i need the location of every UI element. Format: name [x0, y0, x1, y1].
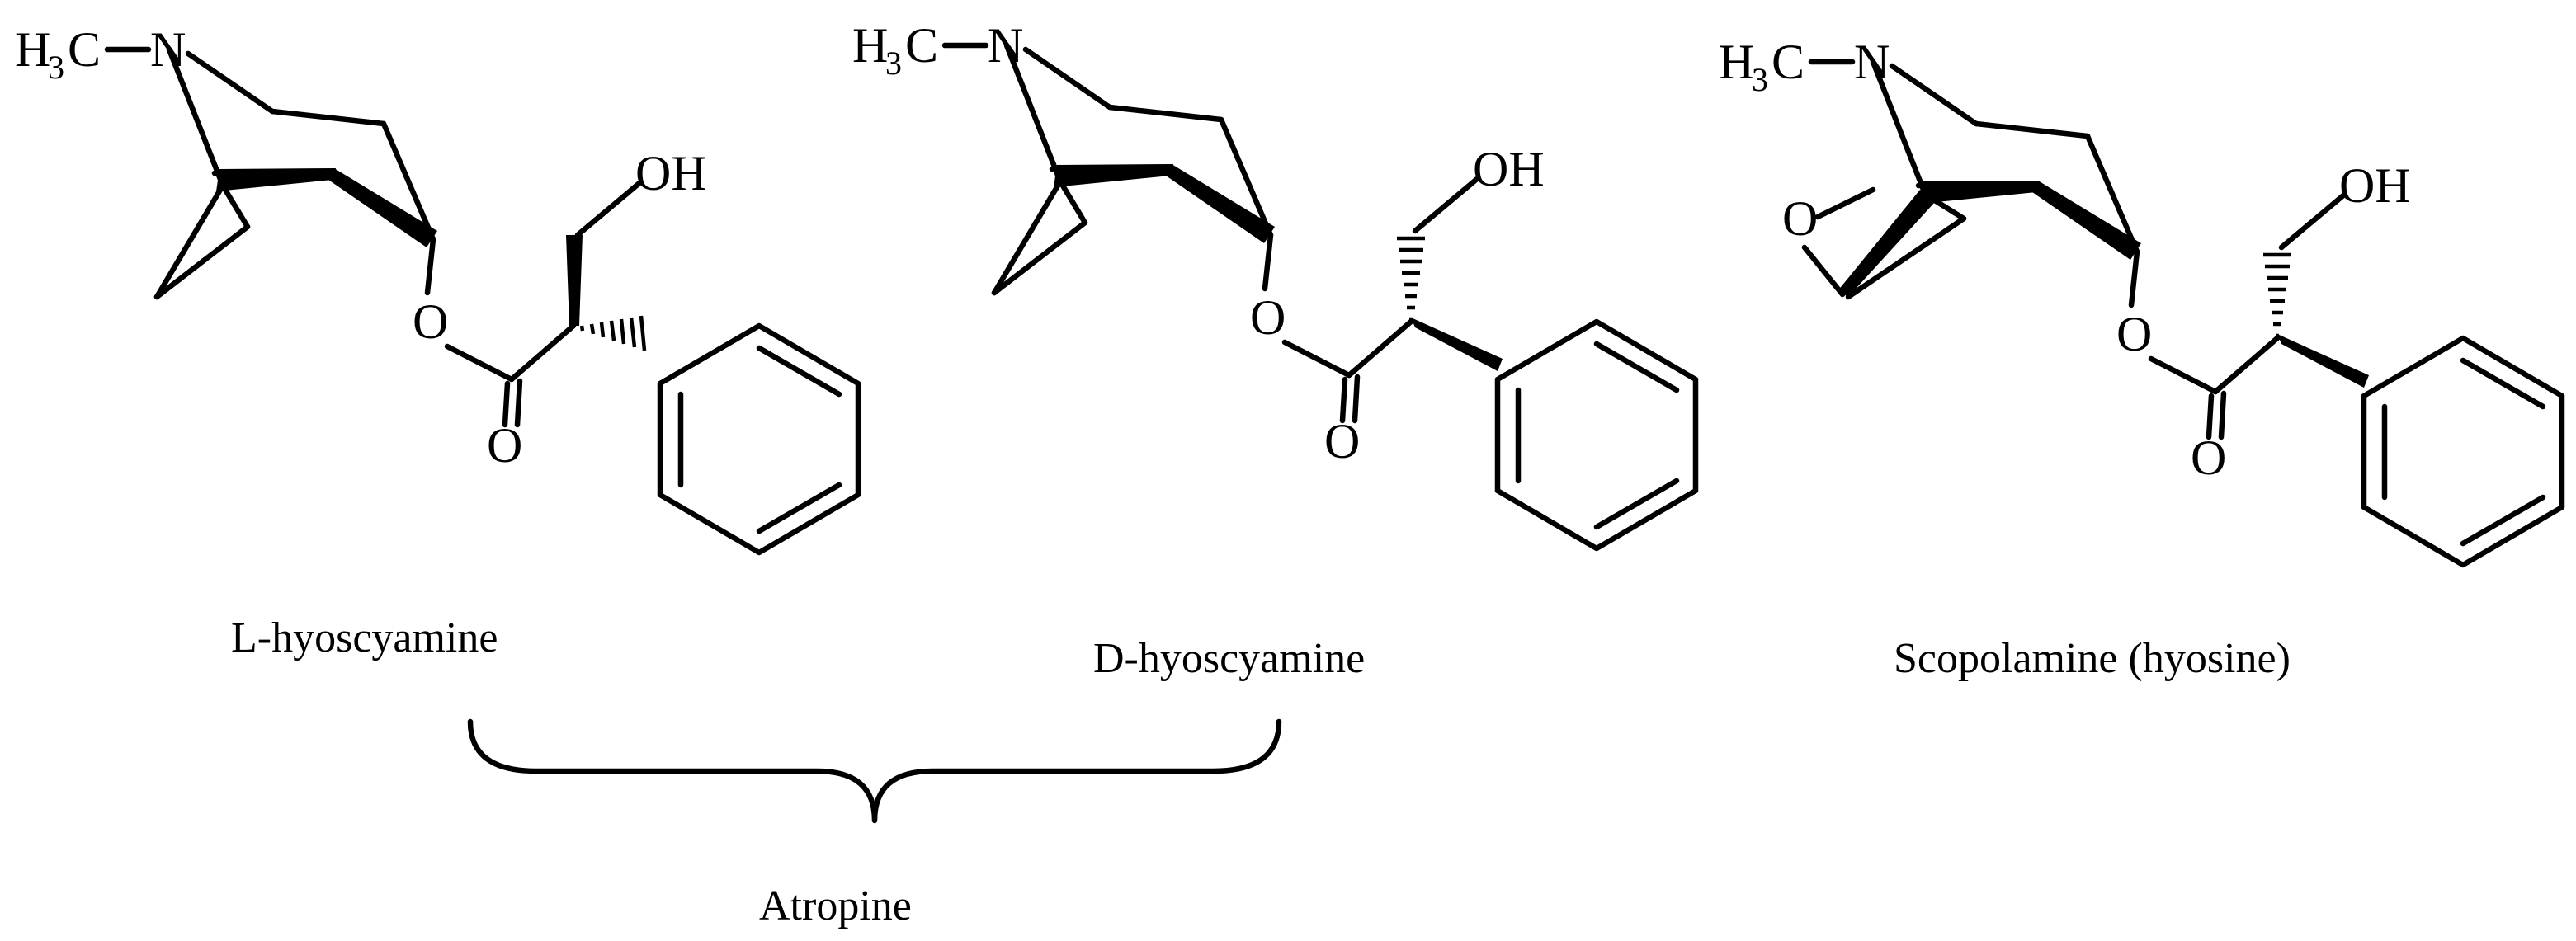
- hashed-bond: [1397, 236, 1425, 322]
- phenyl-ring: [2361, 335, 2565, 568]
- atom-h-subscript: 3: [885, 45, 902, 82]
- atom-oh: OH: [635, 146, 707, 200]
- molecule-name: L-hyoscyamine: [231, 614, 498, 661]
- atom-c: C: [905, 18, 938, 73]
- atom-h: H: [1719, 35, 1754, 89]
- phenyl-ring: [1494, 318, 1699, 552]
- molecule-name: Scopolamine (hyosine): [1894, 635, 2291, 682]
- atom-labels: H 3 C N OH O O: [852, 18, 1545, 468]
- atom-h: H: [15, 22, 50, 77]
- atom-c: C: [1772, 35, 1805, 89]
- molecule-l-hyoscyamine: H 3 C N OH O O L-hyoscyamine: [15, 22, 861, 661]
- atom-h: H: [852, 18, 888, 73]
- atom-o-ester: O: [413, 294, 448, 349]
- atom-n: N: [1854, 35, 1890, 89]
- hashed-bond: [2263, 252, 2291, 338]
- atom-labels: H 3 C N OH O O: [15, 22, 707, 473]
- atom-o-carbonyl: O: [487, 418, 522, 473]
- molecule-d-hyoscyamine: H 3 C N OH O O D-hyoscyamine: [852, 18, 1699, 682]
- atom-labels: H 3 C N OH O O: [1719, 35, 2411, 485]
- molecule-name: D-hyoscyamine: [1093, 635, 1365, 682]
- ester-side-chain: [2148, 192, 2369, 440]
- atom-oh: OH: [2339, 158, 2411, 213]
- atom-n: N: [150, 22, 186, 77]
- atom-h-subscript: 3: [1752, 61, 1768, 98]
- atom-o-carbonyl: O: [1324, 414, 1360, 468]
- grouping-brace: [467, 718, 1282, 824]
- atom-o-carbonyl: O: [2191, 431, 2226, 485]
- atom-oh: OH: [1473, 142, 1545, 196]
- molecule-scopolamine: O H: [1719, 35, 2565, 682]
- ester-side-chain: [444, 180, 647, 428]
- tropane-skeleton: [991, 42, 1275, 296]
- phenyl-ring: [657, 322, 861, 556]
- atom-n: N: [988, 18, 1023, 73]
- group-label-atropine: Atropine: [759, 882, 912, 929]
- ester-side-chain: [1281, 176, 1503, 424]
- tropane-skeleton: [153, 46, 437, 300]
- atom-o-epoxide: O: [1782, 191, 1818, 246]
- hashed-bond: [579, 315, 647, 351]
- atom-h-subscript: 3: [48, 49, 64, 86]
- tropane-skeleton: [1870, 59, 2141, 308]
- epoxide-ring: O: [1782, 186, 1967, 300]
- atom-c: C: [68, 22, 101, 77]
- atom-o-ester: O: [1250, 290, 1286, 345]
- atom-o-ester: O: [2116, 307, 2152, 361]
